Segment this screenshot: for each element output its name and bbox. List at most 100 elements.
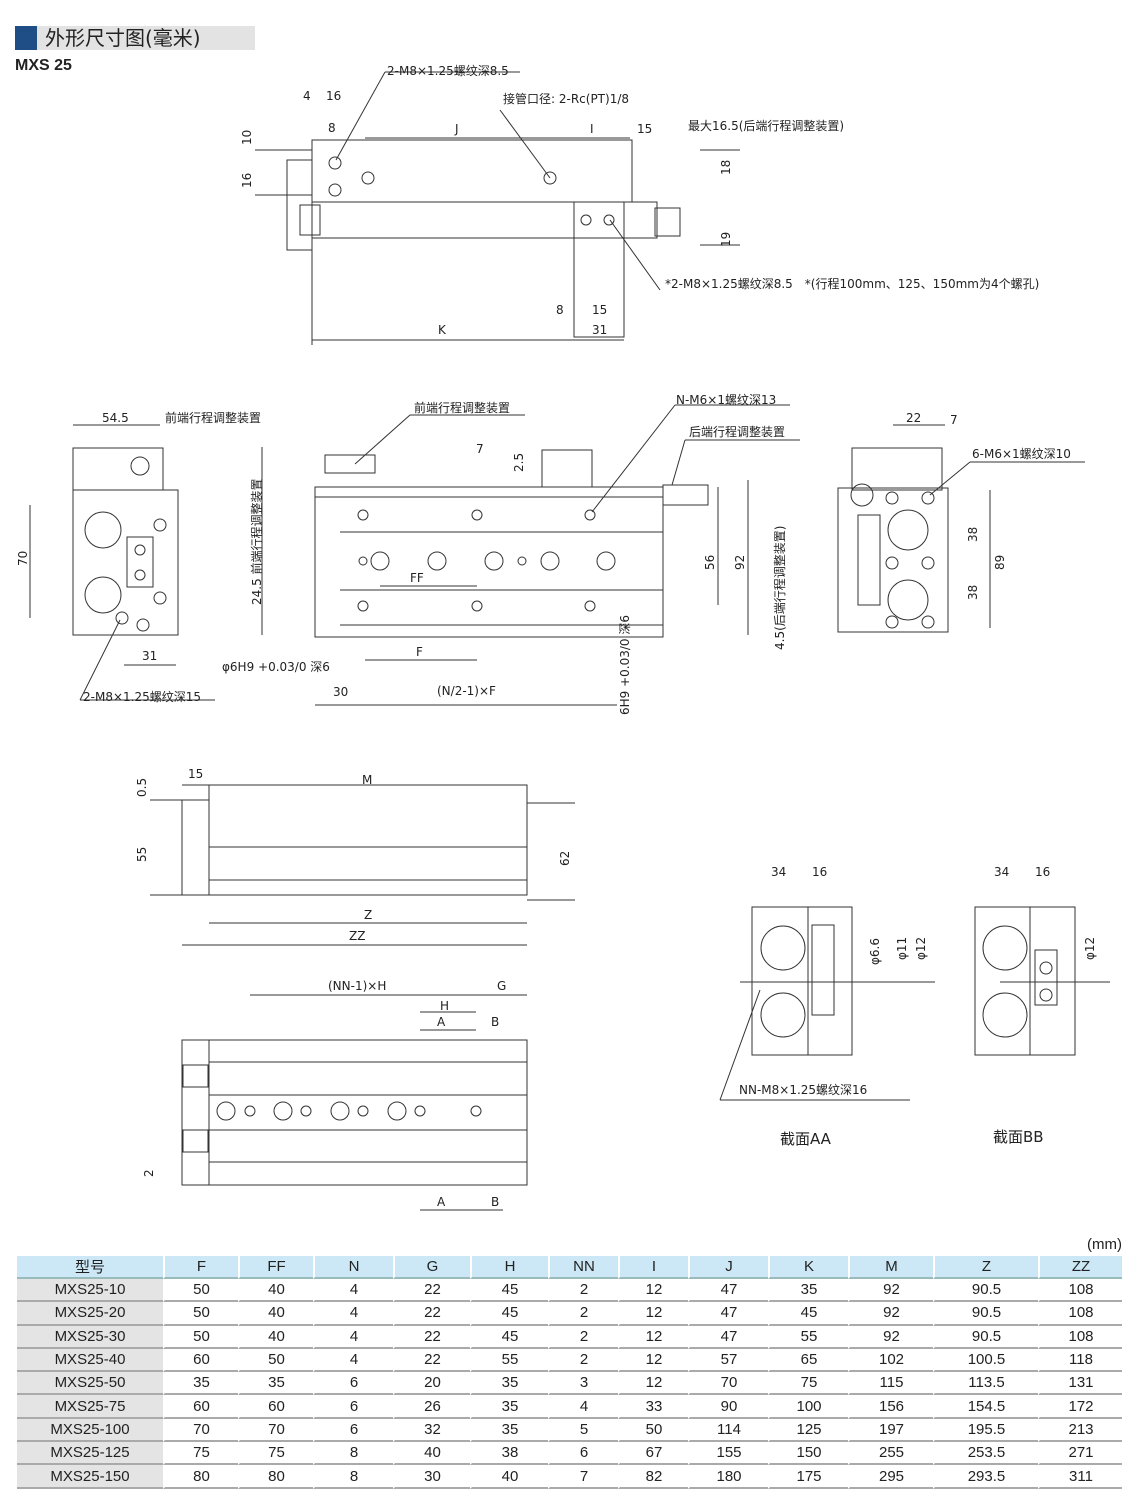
dim-label: 4 xyxy=(303,89,311,103)
column-header: H xyxy=(470,1256,548,1279)
dim-label: 6H9 +0.03/0 深6 xyxy=(618,614,632,715)
dim-label: B xyxy=(491,1015,500,1029)
value-cell: 2 xyxy=(548,1348,618,1373)
top-view xyxy=(255,71,740,345)
value-cell: 75 xyxy=(163,1442,238,1466)
value-cell: 118 xyxy=(1038,1348,1122,1373)
value-cell: 50 xyxy=(238,1348,313,1373)
column-header: G xyxy=(393,1256,470,1279)
value-cell: 92 xyxy=(848,1279,933,1303)
dim-label: 56 xyxy=(703,554,717,570)
column-header: I xyxy=(618,1256,688,1279)
dim-label: A xyxy=(437,1015,446,1029)
value-cell: 156 xyxy=(848,1395,933,1419)
value-cell: 108 xyxy=(1038,1279,1122,1303)
dim-label: 2 xyxy=(142,1169,156,1177)
dim-label: 前端行程调整装置 xyxy=(414,401,511,415)
value-cell: 108 xyxy=(1038,1302,1122,1326)
dim-label: 0.5 xyxy=(135,777,149,797)
value-cell: 70 xyxy=(688,1372,768,1396)
model-cell: MXS25-10 xyxy=(17,1279,163,1303)
column-header: FF xyxy=(238,1256,313,1279)
value-cell: 154.5 xyxy=(933,1395,1038,1419)
value-cell: 4 xyxy=(548,1395,618,1419)
dim-label: 7 xyxy=(950,413,958,427)
dim-label: 92 xyxy=(733,554,747,570)
value-cell: 40 xyxy=(238,1302,313,1326)
value-cell: 60 xyxy=(163,1348,238,1373)
dim-label: 最大16.5(后端行程调整装置) xyxy=(688,119,845,133)
value-cell: 90 xyxy=(688,1395,768,1419)
value-cell: 35 xyxy=(163,1372,238,1396)
dim-label: 38 xyxy=(966,584,980,600)
value-cell: 80 xyxy=(163,1465,238,1489)
dim-label: 16 xyxy=(326,89,342,103)
dim-label: 16 xyxy=(1035,865,1051,879)
model-cell: MXS25-20 xyxy=(17,1302,163,1326)
title-marker xyxy=(15,26,37,50)
value-cell: 70 xyxy=(238,1418,313,1443)
value-cell: 8 xyxy=(313,1465,393,1489)
dim-label: 6-M6×1螺纹深10 xyxy=(972,447,1071,461)
dim-label: 8 xyxy=(556,303,564,317)
value-cell: 33 xyxy=(618,1395,688,1419)
value-cell: 213 xyxy=(1038,1418,1122,1443)
dim-label: 8 xyxy=(328,121,336,135)
dim-label: 34 xyxy=(994,865,1010,879)
value-cell: 253.5 xyxy=(933,1442,1038,1466)
dim-label: 22 xyxy=(906,411,922,425)
column-header: N xyxy=(313,1256,393,1279)
column-header: F xyxy=(163,1256,238,1279)
dim-label: 24.5 前端行程调整装置 xyxy=(250,478,264,605)
value-cell: 150 xyxy=(768,1442,848,1466)
value-cell: 114 xyxy=(688,1418,768,1443)
value-cell: 50 xyxy=(163,1279,238,1303)
dim-label: φ12 xyxy=(1083,936,1097,960)
dim-label: I xyxy=(590,122,594,136)
dim-label: 2.5 xyxy=(512,452,526,472)
value-cell: 293.5 xyxy=(933,1465,1038,1489)
value-cell: 295 xyxy=(848,1465,933,1489)
section-title-bar: 外形尺寸图(毫米) xyxy=(15,26,255,50)
dim-label: 16 xyxy=(240,172,254,188)
dim-label: φ6.6 xyxy=(868,938,882,965)
dim-label: 10 xyxy=(240,129,254,145)
dim-label: 接管口径: 2-Rc(PT)1/8 xyxy=(503,92,630,106)
model-cell: MXS25-150 xyxy=(17,1465,163,1489)
value-cell: 100 xyxy=(768,1395,848,1419)
dim-label: (NN-1)×H xyxy=(328,979,387,993)
value-cell: 35 xyxy=(768,1279,848,1303)
value-cell: 255 xyxy=(848,1442,933,1466)
dim-label: 31 xyxy=(142,649,158,663)
dim-label: 15 xyxy=(592,303,608,317)
value-cell: 45 xyxy=(470,1302,548,1326)
value-cell: 125 xyxy=(768,1418,848,1443)
value-cell: 45 xyxy=(768,1302,848,1326)
value-cell: 195.5 xyxy=(933,1418,1038,1443)
value-cell: 57 xyxy=(688,1348,768,1373)
value-cell: 12 xyxy=(618,1348,688,1373)
value-cell: 32 xyxy=(393,1418,470,1443)
value-cell: 92 xyxy=(848,1325,933,1349)
value-cell: 70 xyxy=(163,1418,238,1443)
dimension-drawings xyxy=(29,71,1110,1211)
dim-label: 4.5(后端行程调整装置) xyxy=(773,525,787,650)
dim-label: 2-M8×1.25螺纹深8.5 xyxy=(387,64,509,78)
value-cell: 271 xyxy=(1038,1442,1122,1466)
value-cell: 102 xyxy=(848,1348,933,1373)
dim-label: 后端行程调整装置 xyxy=(689,425,786,439)
dim-label: 15 xyxy=(637,122,653,136)
column-header: ZZ xyxy=(1038,1256,1122,1279)
dim-label: F xyxy=(416,645,423,659)
value-cell: 90.5 xyxy=(933,1302,1038,1326)
value-cell: 175 xyxy=(768,1465,848,1489)
value-cell: 35 xyxy=(470,1418,548,1443)
side-view xyxy=(150,784,575,946)
value-cell: 113.5 xyxy=(933,1372,1038,1396)
value-cell: 22 xyxy=(393,1348,470,1373)
value-cell: 5 xyxy=(548,1418,618,1443)
